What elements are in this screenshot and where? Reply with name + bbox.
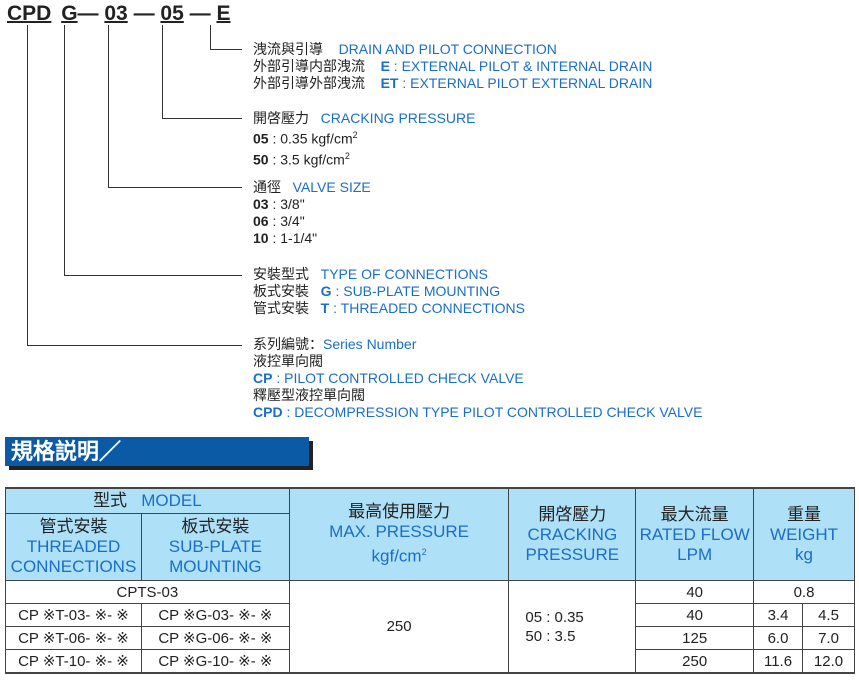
weight-threaded-cell: 3.4 [753, 603, 803, 627]
option-zh: 釋壓型液控單向閥 [253, 387, 365, 403]
code-series: CPD [7, 2, 52, 25]
threaded-model-cell: CP ※T-03- ※- ※ [5, 603, 142, 627]
option-desc: : 1-1/4" [272, 230, 318, 246]
weight-subplate-cell: 12.0 [802, 649, 855, 674]
option-desc: : 3/8" [272, 196, 305, 212]
connector-line [64, 275, 242, 276]
connection-title-zh: 安裝型式 [253, 266, 309, 282]
drain-section: 洩流與引導 DRAIN AND PILOT CONNECTION 外部引導内部洩… [253, 41, 652, 92]
connector-line [108, 187, 242, 188]
max-pressure-cell: 250 [288, 580, 510, 674]
option-desc: : THREADED CONNECTIONS [333, 300, 525, 316]
connector-line [210, 49, 242, 50]
code-size: 03 [104, 2, 128, 25]
size-title-en: VALVE SIZE [292, 179, 371, 195]
option-desc: : 3.5 kgf/cm [272, 151, 345, 168]
superscript: 2 [344, 150, 350, 161]
flow-cell: 125 [635, 626, 755, 650]
table-row: CP ※T-10- ※- ※ CP ※G-10- ※- ※ 250 11.6 1… [5, 649, 855, 674]
weight-subplate-cell: 7.0 [802, 626, 855, 650]
option-zh: 外部引導内部洩流 [253, 58, 365, 74]
option-desc: : EXTERNAL PILOT & INTERNAL DRAIN [393, 58, 653, 74]
option-zh: 管式安裝 [253, 300, 309, 316]
flow-cell: 40 [635, 603, 755, 627]
option-code: CPD [253, 404, 283, 420]
drain-title-zh: 洩流與引導 [253, 41, 323, 57]
option-code: E [380, 58, 390, 74]
connector-line [210, 25, 211, 49]
connection-title-en: TYPE OF CONNECTIONS [320, 266, 488, 282]
option-desc: : EXTERNAL PILOT EXTERNAL DRAIN [402, 75, 653, 91]
option-desc: : 3/4" [272, 213, 305, 229]
header-model: 型式 MODEL [5, 487, 290, 514]
connector-line [162, 118, 242, 119]
dash: — [189, 2, 211, 25]
code-connection: G [61, 2, 78, 25]
code-drain: E [216, 2, 231, 25]
weight-threaded-cell: 6.0 [753, 626, 803, 650]
connection-section: 安裝型式 TYPE OF CONNECTIONS 板式安裝 G : SUB-PL… [253, 266, 525, 317]
weight-subplate-cell: 4.5 [802, 603, 855, 627]
size-section: 通徑 VALVE SIZE 03 : 3/8" 06 : 3/4" 10 : 1… [253, 179, 371, 247]
connector-line [64, 25, 65, 275]
threaded-model-cell: CP ※T-06- ※- ※ [5, 626, 142, 650]
subplate-model-cell: CP ※G-06- ※- ※ [140, 626, 290, 650]
option-zh: 外部引導外部洩流 [253, 75, 365, 91]
specifications-title: 規格説明／SPECIFICATIONS : [5, 437, 309, 493]
superscript: 2 [352, 130, 358, 140]
option-code: 10 [253, 230, 269, 246]
drain-title-en: DRAIN AND PILOT CONNECTION [338, 41, 557, 57]
option-desc: : DECOMPRESSION TYPE PILOT CONTROLLED CH… [286, 404, 703, 420]
option-code: G [320, 283, 332, 299]
series-section: 系列編號：Series Number 液控單向閥 CP : PILOT CONT… [253, 336, 702, 421]
size-title-zh: 通徑 [253, 179, 281, 195]
connector-line [27, 345, 242, 346]
option-code: ET [380, 75, 399, 91]
option-code: 50 [253, 151, 269, 168]
option-code: T [320, 300, 330, 316]
flow-cell: 40 [635, 580, 755, 604]
option-desc: : SUB-PLATE MOUNTING [335, 283, 501, 299]
model-code: CPD G— 03 — 05 — E [7, 2, 230, 26]
option-code: 06 [253, 213, 269, 229]
weight-cell: 0.8 [753, 580, 855, 604]
series-title-zh: 系列編號： [253, 336, 323, 352]
option-code: 03 [253, 196, 269, 212]
connector-line [27, 25, 28, 345]
dash: — [133, 2, 155, 25]
table-row: CP ※T-03- ※- ※ CP ※G-03- ※- ※ 40 3.4 4.5 [5, 603, 855, 627]
option-code: 05 [253, 130, 269, 147]
flow-cell: 250 [635, 649, 755, 674]
option-zh: 液控單向閥 [253, 353, 323, 369]
code-pressure: 05 [160, 2, 184, 25]
threaded-model-cell: CP ※T-10- ※- ※ [5, 649, 142, 674]
connector-line [108, 25, 109, 187]
connector-line [162, 25, 163, 118]
option-desc: : PILOT CONTROLLED CHECK VALVE [276, 370, 524, 386]
option-zh: 板式安裝 [253, 283, 309, 299]
cracking-section: 開啓壓力 CRACKING PRESSURE 05 : 0.35 kgf/cm2… [253, 110, 475, 168]
weight-threaded-cell: 11.6 [753, 649, 803, 674]
option-code: CP [253, 370, 273, 386]
series-title-en: Series Number [323, 336, 417, 352]
dash: — [77, 2, 99, 25]
model-cell: CPTS-03 [5, 580, 290, 604]
option-desc: : 0.35 kgf/cm [272, 130, 353, 147]
subplate-model-cell: CP ※G-10- ※- ※ [140, 649, 290, 674]
cracking-title-zh: 開啓壓力 [253, 110, 309, 126]
cracking-title-en: CRACKING PRESSURE [320, 110, 476, 126]
subplate-model-cell: CP ※G-03- ※- ※ [140, 603, 290, 627]
table-row: CP ※T-06- ※- ※ CP ※G-06- ※- ※ 125 6.0 7.… [5, 626, 855, 650]
